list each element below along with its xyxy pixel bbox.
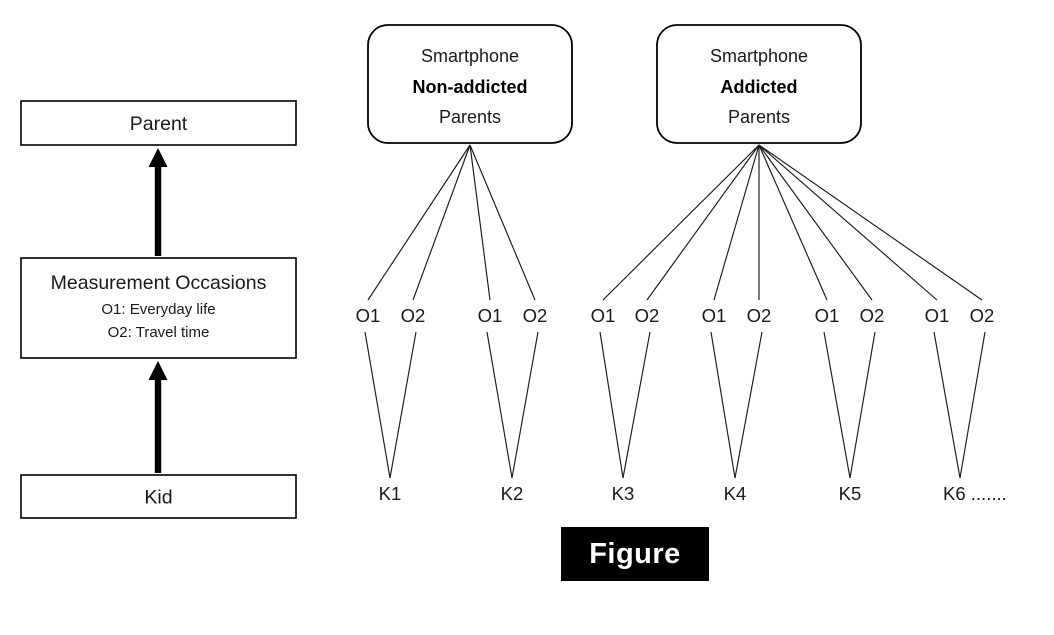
kid-line-K2-o1	[486, 331, 513, 479]
group-label-line1-addicted: Smartphone	[710, 46, 808, 66]
fan-line-non-addicted-K2-o2	[469, 144, 536, 301]
kid-line-K5-o2	[849, 331, 876, 479]
occasion-label-K6 .......-o2: O2	[970, 305, 995, 326]
legend-arrow-kid-to-occasions	[148, 148, 168, 256]
occasion-label-K1-o1: O1	[356, 305, 381, 326]
fan-line-addicted-K3-o2	[646, 144, 760, 301]
group-box-addicted[interactable]	[656, 24, 862, 144]
group-label-line2-non-addicted: Non-addicted	[413, 77, 528, 97]
group-label-line1-non-addicted: Smartphone	[421, 46, 519, 66]
kid-label-K1: K1	[379, 483, 402, 504]
legend-box-rect-measurement-occasions	[20, 257, 297, 359]
figure-caption-badge: Figure 2	[561, 527, 709, 624]
occasion-label-K5-o1: O1	[815, 305, 840, 326]
kid-line-K1-o1	[364, 331, 391, 479]
fan-line-addicted-K3-o1	[602, 144, 760, 301]
fan-line-non-addicted-K1-o1	[367, 144, 471, 301]
occasion-label-K6 .......-o1: O1	[925, 305, 950, 326]
legend-box-sub-measurement-occasions-1: O2: Travel time	[108, 324, 210, 341]
occasion-label-K2-o1: O1	[478, 305, 503, 326]
fan-line-addicted-K5-o1	[758, 144, 828, 301]
occasion-label-K2-o2: O2	[523, 305, 548, 326]
legend-arrow-occasions-to-parent	[148, 361, 168, 473]
kid-line-K1-o2	[389, 331, 417, 479]
kid-line-K5-o1	[823, 331, 851, 479]
kid-line-K6 .......-o1	[933, 331, 961, 479]
occasion-label-K3-o2: O2	[635, 305, 660, 326]
kid-label-K4: K4	[724, 483, 747, 504]
fan-line-addicted-K6 .......-o2	[758, 144, 983, 301]
occasion-label-K4-o1: O1	[702, 305, 727, 326]
kid-label-K5: K5	[839, 483, 862, 504]
kid-line-K3-o1	[599, 331, 624, 479]
occasion-label-K4-o2: O2	[747, 305, 772, 326]
fan-line-non-addicted-K2-o1	[469, 144, 491, 301]
legend-box-kid: Kid	[20, 474, 297, 519]
occasion-label-K1-o2: O2	[401, 305, 426, 326]
fan-line-addicted-K4-o1	[713, 144, 760, 301]
kid-line-K3-o2	[622, 331, 651, 479]
legend-box-rect-kid	[20, 474, 297, 519]
kid-label-K6 .......: K6 .......	[943, 483, 1007, 504]
group-label-line3-addicted: Parents	[728, 107, 790, 127]
figure-caption-label: Figure 2	[589, 538, 681, 624]
fan-line-addicted-K6 .......-o1	[758, 144, 938, 301]
legend-box-title-measurement-occasions: Measurement Occasions	[51, 272, 267, 294]
kid-label-K2: K2	[501, 483, 524, 504]
kid-line-K2-o2	[511, 331, 539, 479]
legend-box-rect-parent	[20, 100, 297, 146]
group-label-line3-non-addicted: Parents	[439, 107, 501, 127]
occasion-label-K5-o2: O2	[860, 305, 885, 326]
occasion-label-K3-o1: O1	[591, 305, 616, 326]
legend-box-parent: Parent	[20, 100, 297, 146]
group-box-non-addicted[interactable]	[367, 24, 573, 144]
kid-line-K6 .......-o2	[959, 331, 986, 479]
kid-label-K3: K3	[612, 483, 635, 504]
kid-line-K4-o1	[710, 331, 736, 479]
fan-line-addicted-K5-o2	[758, 144, 873, 301]
legend-box-title-kid: Kid	[144, 487, 172, 509]
legend-box-title-parent: Parent	[130, 113, 188, 135]
kid-line-K4-o2	[734, 331, 763, 479]
legend-box-sub-measurement-occasions-0: O1: Everyday life	[101, 301, 215, 318]
fan-line-non-addicted-K1-o2	[412, 144, 471, 301]
group-label-line2-addicted: Addicted	[720, 77, 797, 97]
